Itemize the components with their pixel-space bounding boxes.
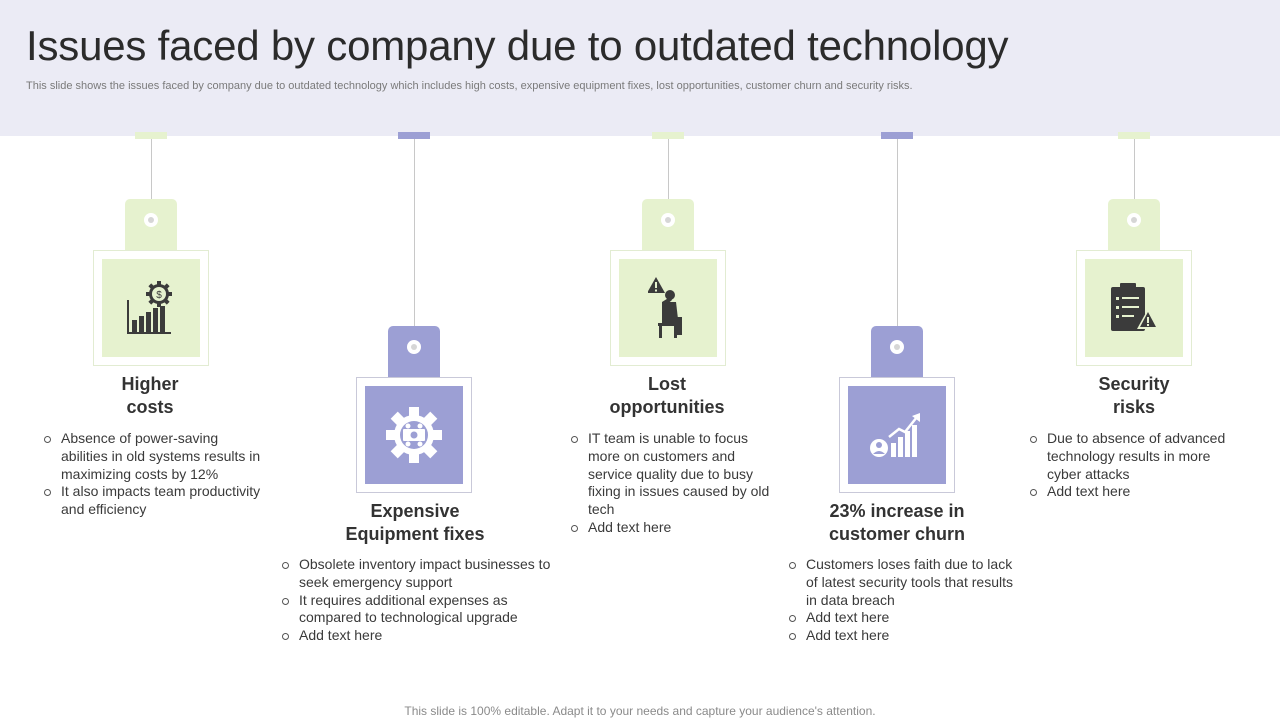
bullet-item: Customers loses faith due to lack of lat… (788, 556, 1018, 609)
heading-line: costs (126, 397, 174, 417)
cord-cap (1118, 132, 1150, 139)
icon-panel (365, 386, 463, 484)
hang-tag (871, 326, 923, 382)
svg-text:$: $ (156, 290, 162, 301)
cord-cap (398, 132, 430, 139)
bullet-item: Add text here (788, 609, 1018, 627)
bullet-item: Obsolete inventory impact businesses to … (281, 556, 553, 592)
cost-gear-chart-icon: $ (127, 281, 172, 334)
heading-line: Higher (121, 374, 179, 394)
icon-panel (1085, 259, 1183, 357)
gear-money-icon (386, 407, 442, 463)
stressed-person-warning-icon (648, 277, 682, 338)
cord-cap (881, 132, 913, 139)
hang-tag (388, 326, 440, 382)
icon-panel (848, 386, 946, 484)
footer-note: This slide is 100% editable. Adapt it to… (404, 704, 876, 718)
icon-panel: $ (102, 259, 200, 357)
hang-tag (642, 199, 694, 255)
tag-hole (890, 340, 904, 354)
hanging-cord (151, 139, 152, 205)
bullet-list: Obsolete inventory impact businesses to … (281, 556, 553, 645)
heading-line: Security (1098, 374, 1170, 394)
clipboard-warning-icon (1111, 283, 1159, 331)
icon-panel (619, 259, 717, 357)
heading-line: opportunities (609, 397, 725, 417)
bullet-list: Due to absence of advanced technology re… (1029, 430, 1244, 501)
hanging-cord (414, 139, 415, 332)
bullet-item: Add text here (1029, 483, 1244, 501)
bullet-item: It requires additional expenses as compa… (281, 592, 553, 628)
icon-frame (1076, 250, 1192, 366)
tag-hole (144, 213, 158, 227)
icon-frame (610, 250, 726, 366)
card-heading: Security risks (1024, 373, 1244, 419)
cord-cap (652, 132, 684, 139)
bullet-list: IT team is unable to focus more on custo… (570, 430, 770, 537)
hang-tag (125, 199, 177, 255)
tag-hole (661, 213, 675, 227)
user-growth-chart-icon (870, 413, 920, 457)
icon-frame: $ (93, 250, 209, 366)
bullet-item: IT team is unable to focus more on custo… (570, 430, 770, 519)
hang-tag (1108, 199, 1160, 255)
icon-frame (839, 377, 955, 493)
heading-line: Equipment fixes (345, 524, 485, 544)
heading-line: customer churn (828, 524, 966, 544)
card-heading: Expensive Equipment fixes (305, 500, 525, 546)
bullet-list: Customers loses faith due to lack of lat… (788, 556, 1018, 645)
heading-line: Lost (648, 374, 686, 394)
bullet-item: It also impacts team productivity and ef… (43, 483, 265, 519)
bullet-item: Due to absence of advanced technology re… (1029, 430, 1244, 483)
cord-cap (135, 132, 167, 139)
heading-line: Expensive (370, 501, 460, 521)
tag-hole (407, 340, 421, 354)
hanging-cord (668, 139, 669, 205)
bullet-item: Absence of power-saving abilities in old… (43, 430, 265, 483)
bullet-list: Absence of power-saving abilities in old… (43, 430, 265, 519)
card-heading: Higher costs (40, 373, 260, 419)
bullet-item: Add text here (570, 519, 770, 537)
bullet-item: Add text here (788, 627, 1018, 645)
icon-frame (356, 377, 472, 493)
page-subtitle: This slide shows the issues faced by com… (26, 80, 913, 92)
card-heading: 23% increase in customer churn (787, 500, 1007, 546)
tag-hole (1127, 213, 1141, 227)
heading-line: risks (1112, 397, 1156, 417)
hanging-cord (1134, 139, 1135, 205)
page-title: Issues faced by company due to outdated … (26, 22, 1009, 69)
heading-line: 23% increase in (829, 501, 965, 521)
header-band: Issues faced by company due to outdated … (0, 0, 1280, 136)
bullet-item: Add text here (281, 627, 553, 645)
hanging-cord (897, 139, 898, 332)
card-heading: Lost opportunities (557, 373, 777, 419)
